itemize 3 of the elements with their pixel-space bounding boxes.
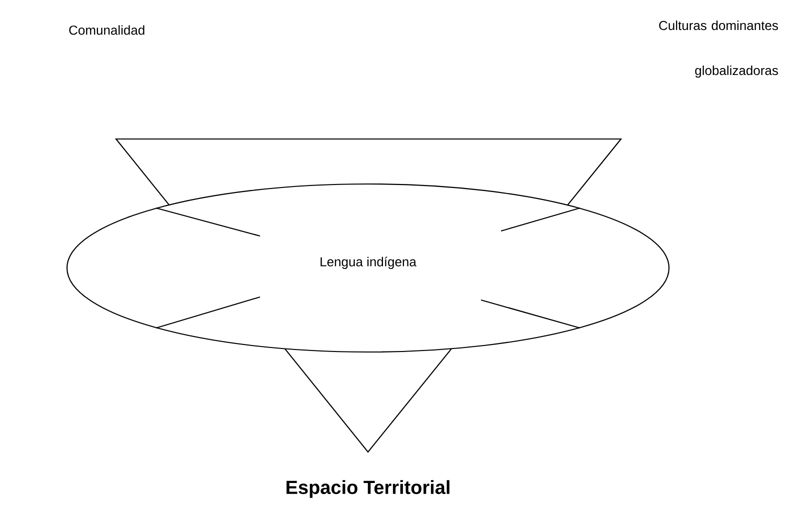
label-text: Comunalidad [69,25,144,35]
label-text: Culturas dominantes globalizadoras [659,20,778,78]
caption: Espacio Territorial [286,480,450,498]
